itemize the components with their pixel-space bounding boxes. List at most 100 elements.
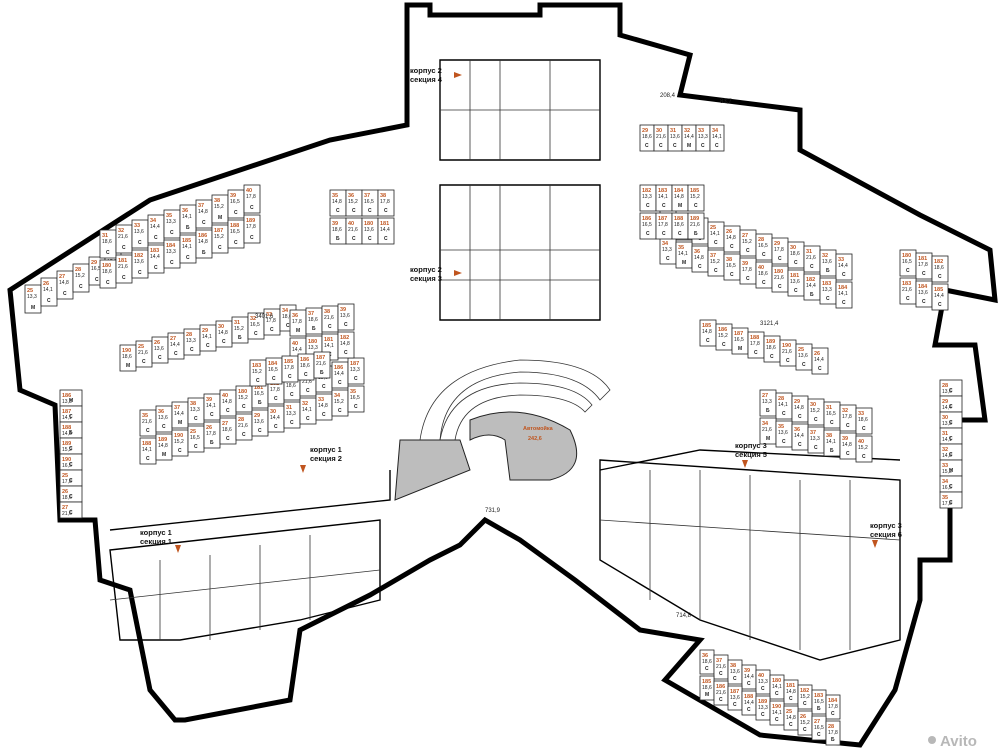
parking-spot-number: 38 [190,401,196,407]
parking-spot-number: 31 [826,405,832,411]
parking-spot-number: 40 [246,188,252,194]
parking-spot-number: 182 [806,277,815,283]
parking-spot-type: C [814,417,818,423]
parking-spot-area: 14,4 [744,674,754,680]
parking-spot-type: C [69,462,73,468]
parking-spot-number: 33 [318,397,324,403]
parking-spot-number: 183 [822,281,831,287]
parking-spot-outline [243,214,261,244]
parking-spot-outline [825,694,841,720]
parking-spot-type: C [69,414,73,420]
parking-spot-number: 183 [252,363,261,369]
parking-spot-number: 182 [642,188,651,194]
parking-spot-outline [709,124,725,152]
parking-spot-number: 180 [102,263,111,269]
parking-spot-outline [337,303,355,331]
arrow-icon [300,465,306,473]
parking-spot-type: C [949,420,953,426]
car-wash-area [469,411,578,481]
parking-spot-number: 39 [206,397,212,403]
ramp-curve-inner [439,382,593,441]
parking-spot-area: 14,8 [62,431,72,437]
parking-spot-area: 13,3 [758,705,768,711]
parking-spot-area: 14,4 [942,405,952,411]
parking-spot-area: 18,6 [758,271,768,277]
parking-spot-area: 13,6 [670,134,680,140]
parking-spot-type: C [906,296,910,302]
parking-spot-area: 21,6 [316,361,326,367]
parking-spot-type: C [288,374,292,380]
parking-spot-type: C [218,245,222,251]
parking-spot-type: M [678,203,682,209]
parking-spot-area: 21,6 [774,275,784,281]
parking-spot-number: 36 [292,313,298,319]
core-rooms [440,60,600,320]
parking-spot-area: 21,6 [142,419,152,425]
parking-spot-area: 18,6 [222,427,232,433]
parking-spot-type: C [701,143,705,149]
parking-spot-number: 185 [284,359,293,365]
parking-spot-area: 17,8 [266,318,276,324]
parking-spot-area: 14,4 [838,263,848,269]
parking-spot-number: 34 [942,479,949,485]
parking-spot-type: C [714,268,718,274]
parking-spot-area: 17,8 [742,267,752,273]
parking-spot-area: 16,5 [230,199,240,205]
parking-spot-outline [931,255,949,283]
parking-spot-area: 15,2 [174,439,184,445]
parking-spot-number: 39 [230,193,236,199]
parking-spot-type: C [842,272,846,278]
parking-spot-area: 13,6 [254,419,264,425]
parking-spot-type: C [698,264,702,270]
section-label-k2s4: корпус 2 секция 4 [410,66,462,84]
parking-spot-type: C [862,454,866,460]
parking-spot-number: 183 [902,281,911,287]
parking-spot-number: 39 [340,307,346,313]
parking-spot-number: 40 [292,341,298,347]
parking-spot-number: 39 [332,221,338,227]
parking-spot-number: 30 [790,245,796,251]
parking-spot-area: 21,6 [118,234,128,240]
parking-spot-number: 27 [170,336,176,342]
parking-spot-type: C [922,271,926,277]
section-label-k3s5: корпус 3 секция 5 [735,441,767,468]
parking-spot-number: 181 [324,337,333,343]
parking-spot-number: 28 [942,383,948,389]
parking-spot-number: 25 [786,709,792,715]
section-k3s6-line2: секция 6 [870,530,902,539]
parking-spot-area: 14,4 [814,357,824,363]
parking-spot-area: 17,8 [828,704,838,710]
parking-spot-number: 190 [122,348,131,354]
parking-spot-type: C [226,408,230,414]
parking-spot-area: 13,6 [158,415,168,421]
parking-spot-outline [835,253,853,281]
area-top-room: 208,4 [660,93,676,99]
parking-spot-area: 15,2 [62,447,72,453]
parking-spot-area: 14,4 [150,254,160,260]
parking-spot-type: C [138,240,142,246]
lower-left-rooms [109,535,381,640]
